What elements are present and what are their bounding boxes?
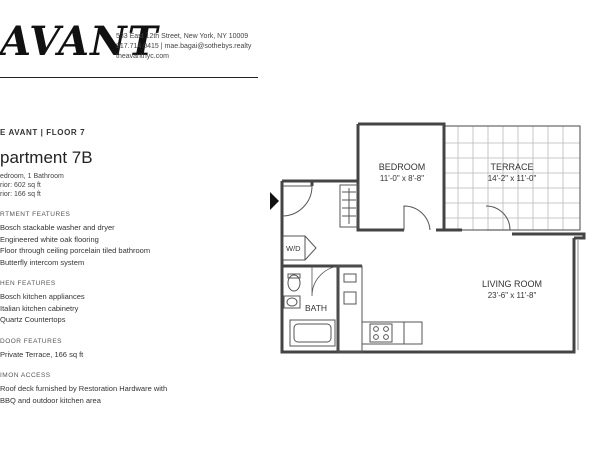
wd-label: W/D	[286, 244, 301, 253]
contact-phone-email: 917.714.0415 | mae.bagai@sothebys.realty	[116, 43, 252, 50]
kitchen-counter	[337, 265, 423, 353]
list-item: Butterfly intercom system	[0, 257, 85, 267]
terrace-dims: 14'-2" x 11'-0"	[488, 174, 537, 183]
terrace-outline	[443, 125, 581, 231]
kitchen-features-list: Bosch kitchen appliances Italian kitchen…	[0, 291, 270, 326]
section-title-common-access: IMON ACCESS	[0, 372, 51, 379]
bedroom-dims: 11'-0" x 8'-8"	[380, 174, 424, 183]
living-room-label: LIVING ROOM	[482, 279, 542, 289]
list-item: Bosch kitchen appliances	[0, 292, 85, 301]
terrace-label: TERRACE	[490, 162, 533, 172]
list-item: Floor through ceiling porcelain tiled ba…	[0, 246, 151, 255]
terrace-door-swing	[485, 205, 511, 231]
walls	[280, 122, 586, 354]
entry-door-swing	[281, 185, 313, 217]
section-title-apartment-features: RTMENT FEATURES	[0, 211, 71, 218]
contact-website: theavantnyc.com	[116, 53, 169, 60]
wd-closet	[282, 235, 317, 261]
apartment-title: partment 7B	[0, 148, 93, 167]
bedroom-door-swing	[403, 205, 431, 231]
section-title-outdoor-features: DOOR FEATURES	[0, 337, 62, 345]
outdoor-features-list: Private Terrace, 166 sq ft	[0, 349, 270, 361]
apartment-specs: edroom, 1 Bathroom rior: 602 sq ft rior:…	[0, 172, 270, 199]
contact-block: 533 East 12th Street, New York, NY 10009…	[116, 32, 251, 62]
list-item: Roof deck furnished by Restoration Hardw…	[0, 384, 168, 393]
bath-door-swing	[311, 265, 343, 297]
bedroom-label: BEDROOM	[379, 162, 426, 172]
list-item: Engineered white oak flooring	[0, 234, 99, 244]
spec-line: edroom, 1 Bathroom	[0, 173, 64, 180]
list-item: Private Terrace, 166 sq ft	[0, 349, 84, 359]
contact-address: 533 East 12th Street, New York, NY 10009	[116, 33, 249, 40]
building-floor: E AVANT | FLOOR 7	[0, 128, 86, 137]
spec-line: rior: 166 sq ft	[0, 191, 41, 198]
living-room-dims: 23'-6" x 11'-8"	[488, 291, 537, 300]
spec-line: rior: 602 sq ft	[0, 182, 41, 189]
header-divider	[0, 77, 258, 78]
section-title-kitchen-features: HEN FEATURES	[0, 280, 56, 287]
list-item: Quartz Countertops	[0, 315, 66, 324]
terrace-tiles	[444, 126, 580, 230]
bedroom-closet	[339, 184, 359, 228]
entry-arrow-icon	[270, 192, 279, 210]
listing-details: E AVANT | FLOOR 7 partment 7B edroom, 1 …	[0, 128, 270, 406]
apartment-features-list: Bosch stackable washer and dryer Enginee…	[0, 222, 270, 268]
list-item: Italian kitchen cabinetry	[0, 303, 79, 313]
bath-fixtures	[283, 273, 336, 347]
bath-label: BATH	[305, 303, 327, 313]
list-item: Bosch stackable washer and dryer	[0, 223, 115, 232]
brand-logo: AVANT	[0, 18, 159, 65]
list-item: BBQ and outdoor kitchen area	[0, 395, 101, 405]
common-access-list: Roof deck furnished by Restoration Hardw…	[0, 383, 270, 406]
